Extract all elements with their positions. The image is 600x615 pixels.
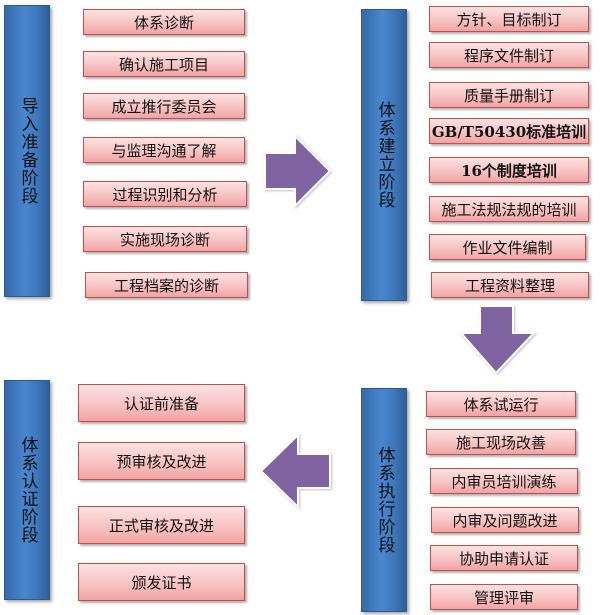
stage-label: 导入准备阶段 [17, 97, 38, 205]
step-box: 预审核及改进 [78, 442, 245, 480]
step-label: 认证前准备 [123, 394, 199, 413]
step-label: 体系试运行 [463, 395, 539, 414]
step-label: 协助申请认证 [458, 549, 549, 568]
step-box: 实施现场诊断 [83, 226, 247, 252]
step-box: 认证前准备 [78, 384, 245, 422]
step-box: 确认施工项目 [83, 51, 245, 77]
stage-system-certification: 体系认证阶段 [4, 380, 50, 600]
step-label: 工程档案的诊断 [113, 276, 219, 295]
step-label: 与监理沟通了解 [111, 141, 217, 160]
step-label: 质量手册制订 [463, 86, 554, 105]
step-box: 体系试运行 [426, 391, 576, 417]
step-box: 施工法规法规的培训 [429, 196, 589, 222]
step-box: 体系诊断 [83, 9, 245, 35]
step-label: 确认施工项目 [118, 55, 209, 74]
step-label: 程序文件制订 [463, 46, 554, 65]
step-box: 工程资料整理 [431, 272, 589, 298]
step-label: 颁发证书 [131, 573, 192, 592]
stage-system-execution: 体系执行阶段 [361, 388, 407, 612]
step-label: 过程识别和分析 [112, 185, 218, 204]
step-box: 方针、目标制订 [429, 6, 589, 32]
step-label: 方针、目标制订 [456, 10, 562, 29]
step-label: 预审核及改进 [116, 452, 207, 471]
step-label: 施工现场改善 [455, 433, 546, 452]
step-label: 内审员培训演练 [451, 472, 557, 491]
stage-system-establishment: 体系建立阶段 [361, 9, 407, 301]
stage-import-preparation: 导入准备阶段 [4, 5, 50, 297]
step-box: 内审及问题改进 [431, 507, 579, 533]
step-label: 16个制度培训 [461, 161, 557, 180]
step-label: 作业文件编制 [462, 238, 553, 257]
stage-label: 体系认证阶段 [17, 436, 38, 544]
step-box: 正式审核及改进 [78, 506, 245, 544]
step-box: 程序文件制订 [429, 42, 589, 68]
step-box: 工程档案的诊断 [85, 272, 248, 298]
step-box: 与监理沟通了解 [83, 137, 245, 163]
step-label: 内审及问题改进 [452, 511, 558, 530]
step-box: GB/T50430标准培训 [429, 118, 589, 144]
step-box: 管理评审 [430, 584, 578, 610]
step-label: GB/T50430标准培训 [431, 122, 587, 141]
stage-label: 体系建立阶段 [374, 101, 395, 209]
arrow-left-icon [259, 432, 331, 510]
step-box: 成立推行委员会 [83, 93, 245, 119]
step-label: 工程资料整理 [464, 276, 555, 295]
step-label: 体系诊断 [133, 13, 194, 32]
step-label: 实施现场诊断 [119, 230, 210, 249]
step-box: 颁发证书 [78, 563, 245, 601]
step-label: 成立推行委员会 [111, 97, 217, 116]
step-box: 施工现场改善 [426, 429, 576, 455]
arrow-right-icon [264, 133, 332, 209]
step-box: 内审员培训演练 [430, 468, 578, 494]
stage-label: 体系执行阶段 [374, 446, 395, 554]
step-label: 管理评审 [473, 588, 534, 607]
arrow-down-icon [458, 305, 537, 375]
step-label: 施工法规法规的培训 [441, 200, 577, 219]
step-box: 作业文件编制 [429, 234, 586, 260]
step-label: 正式审核及改进 [108, 516, 214, 535]
step-box: 协助申请认证 [430, 545, 578, 571]
step-box: 16个制度培训 [429, 157, 589, 183]
step-box: 过程识别和分析 [83, 181, 247, 207]
step-box: 质量手册制订 [429, 82, 589, 108]
